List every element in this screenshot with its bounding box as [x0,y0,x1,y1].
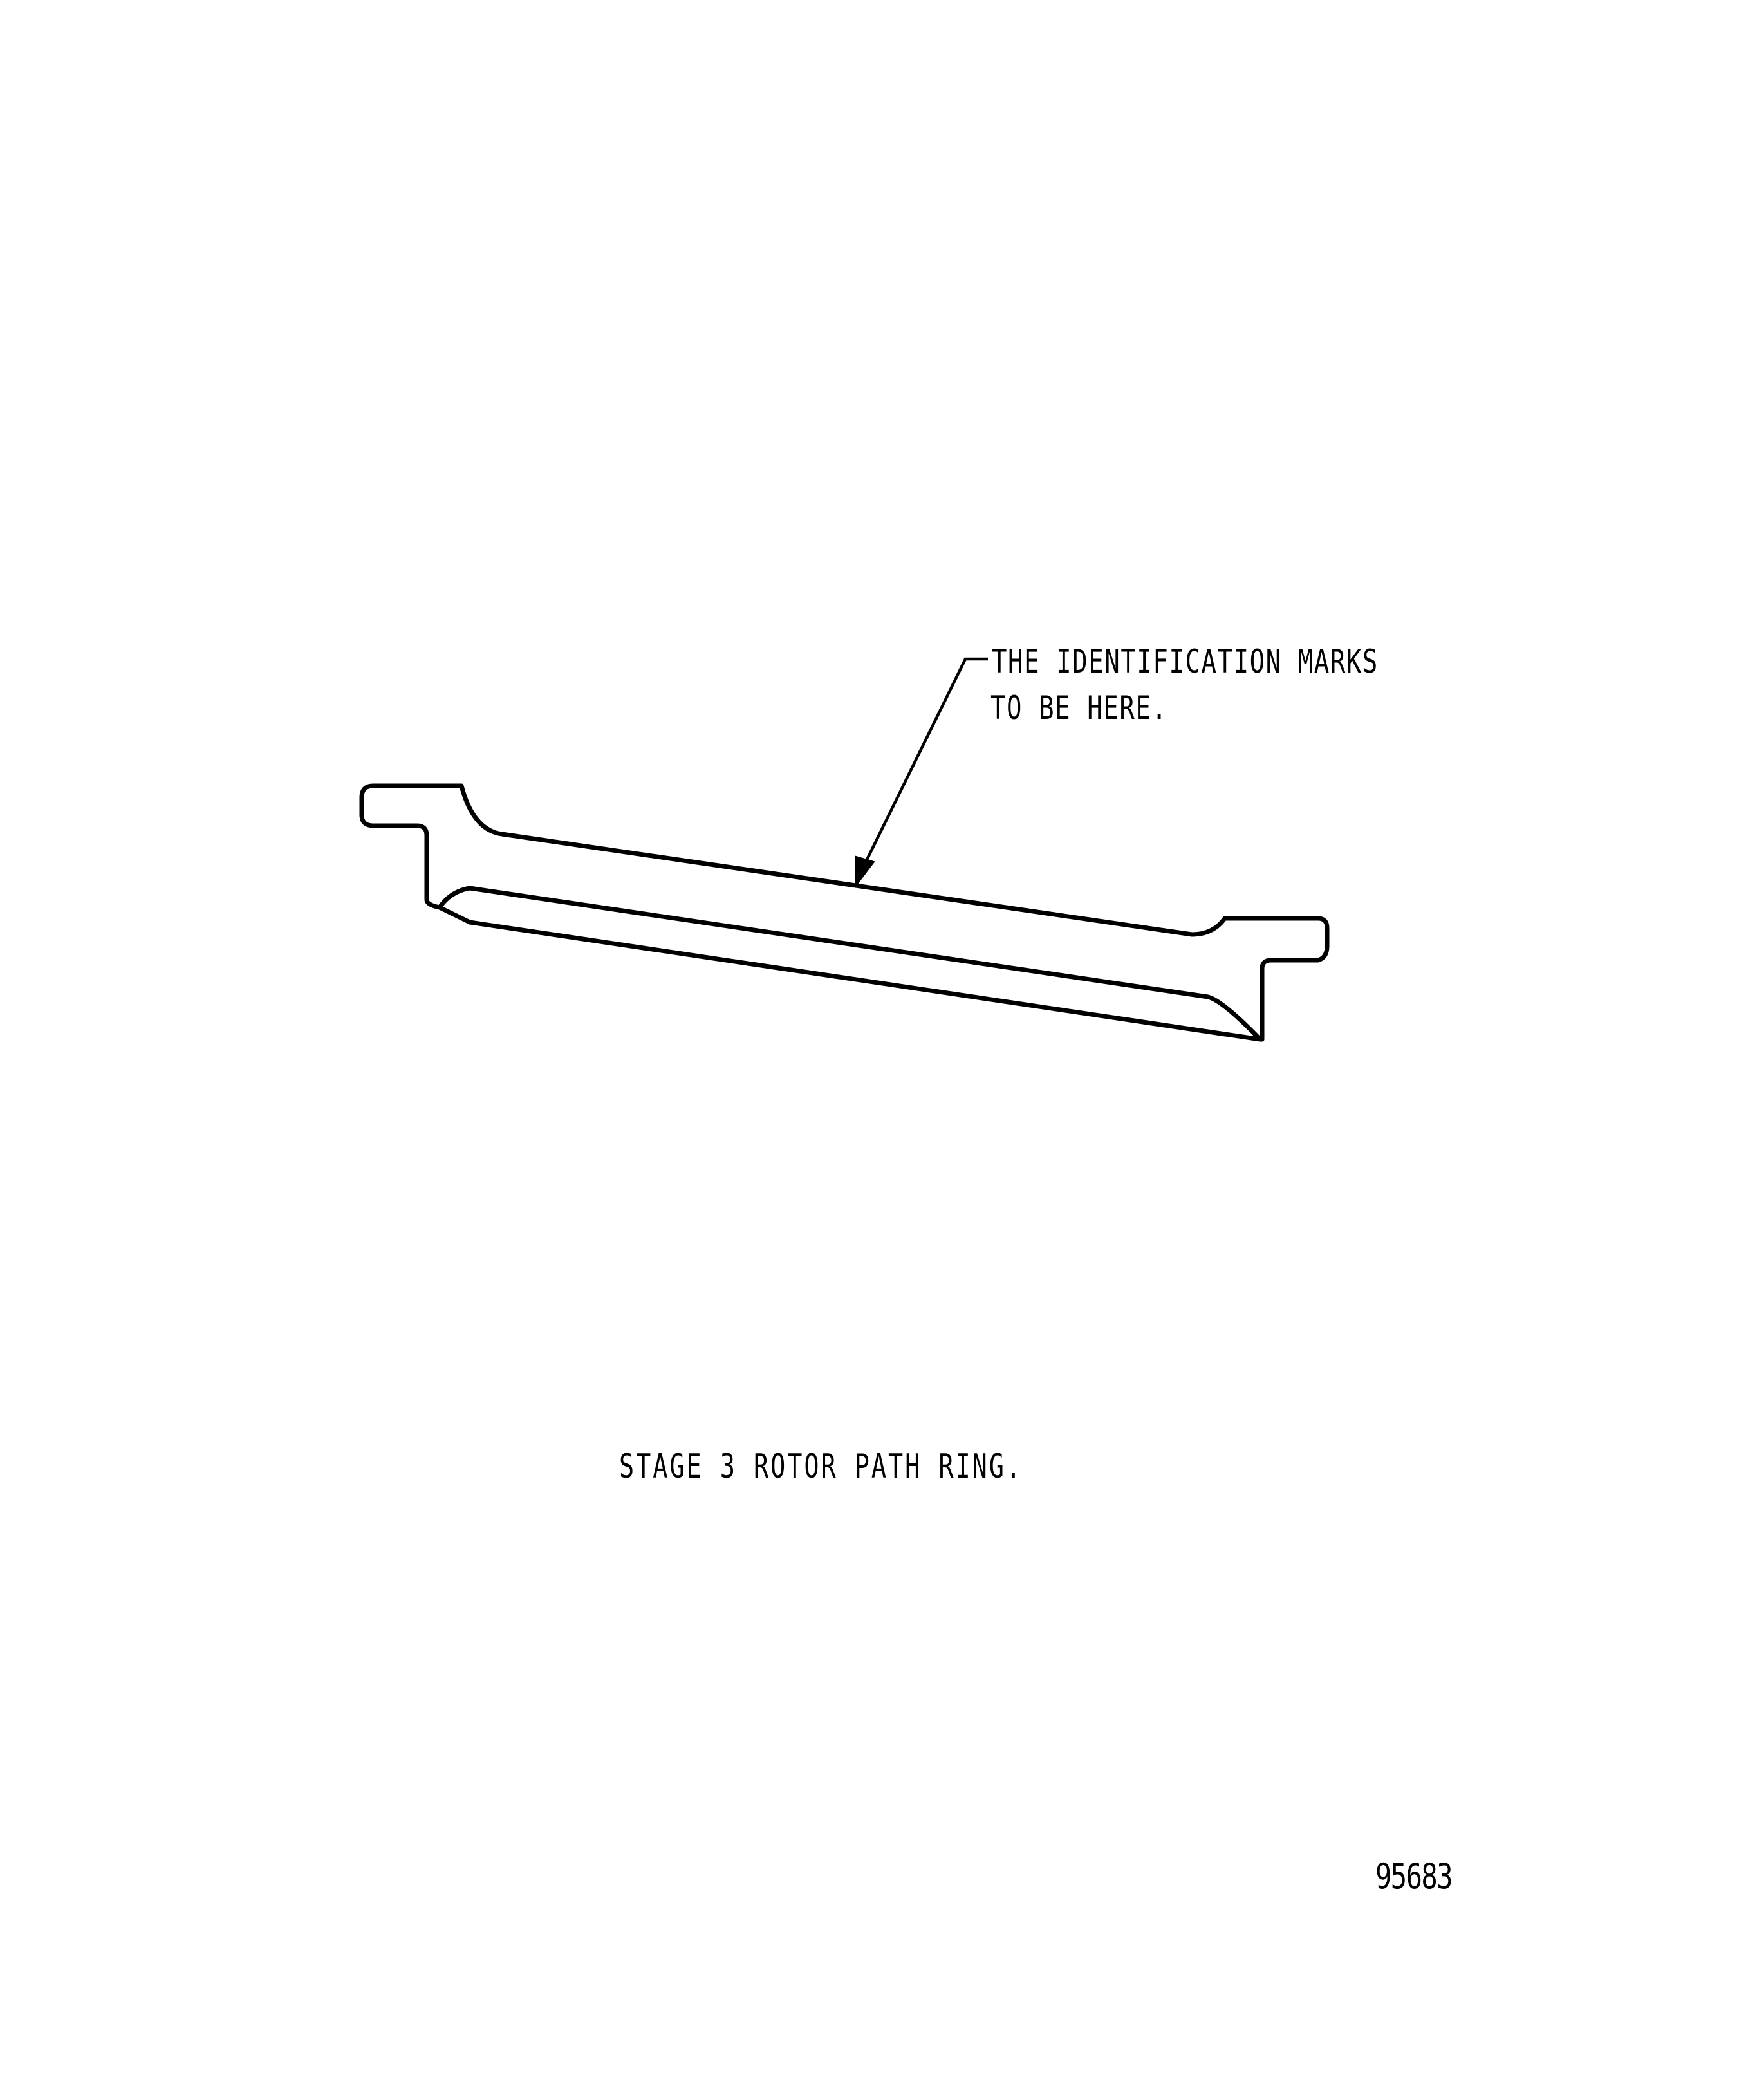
identification-note-line-2: TO BE HERE. [990,689,1168,727]
ring-outer-profile [359,783,1330,1042]
leader-arrowhead-icon [855,855,875,887]
drawing-caption: STAGE 3 ROTOR PATH RING. [619,1447,1023,1486]
identification-note-line-1: THE IDENTIFICATION MARKS [992,643,1379,680]
leader-line [860,657,988,869]
drawing-number: 95683 [1375,1856,1453,1897]
ring-inner-chamfer-line [438,886,1262,1041]
